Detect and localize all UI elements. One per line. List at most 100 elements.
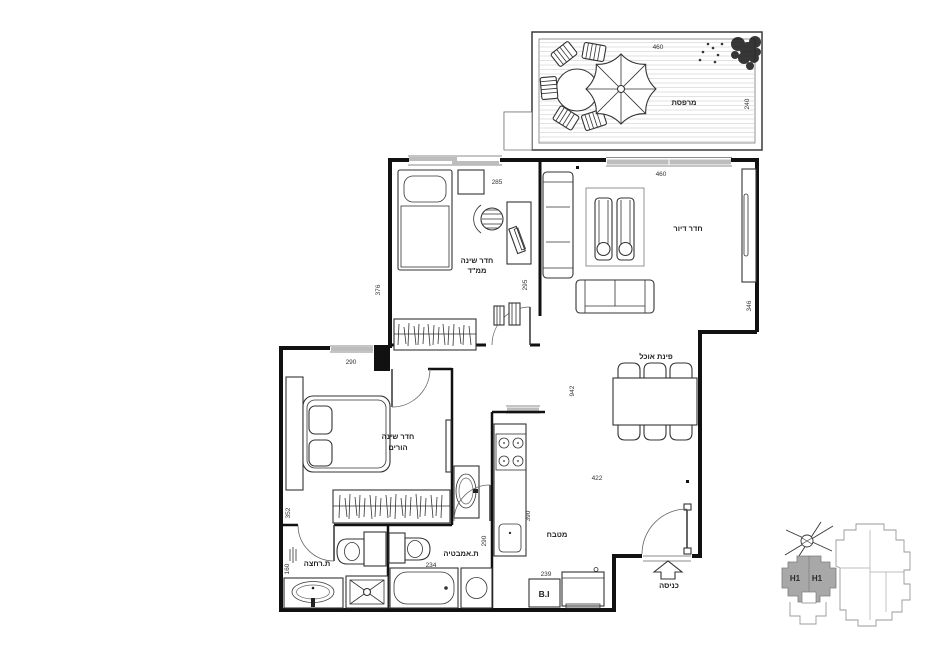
entry-arrow-icon (652, 560, 684, 580)
mamad-dim-left: 376 (375, 284, 382, 295)
vanity-sink-icon (453, 465, 480, 519)
armchair-icon (616, 197, 635, 261)
dining-chair-icon (617, 423, 641, 441)
balcony-ledge (503, 111, 533, 151)
master-bedroom: חדר שינה הורים 290 352 (285, 359, 452, 524)
wall-dot (686, 480, 689, 483)
kitchen-label: מטבח (547, 530, 568, 539)
mamad-dim-width: 285 (492, 179, 503, 186)
entrance: כניסה (641, 503, 692, 590)
bathroom-label: ת.אמבטיה (443, 549, 478, 558)
pillow-icon (308, 405, 333, 435)
keyplan-unit-left-label: H1 (790, 574, 801, 583)
bed-inner-line (306, 399, 387, 469)
mirror-icon (445, 419, 452, 473)
exterior-walls (279, 158, 759, 612)
tap-icon (473, 489, 478, 493)
armchair-icon (594, 197, 613, 261)
hallway (453, 465, 491, 522)
single-bed-icon (397, 169, 453, 271)
dining-dim-width: 422 (592, 475, 603, 482)
kitchen-sink-icon (498, 523, 522, 553)
balcony-wall (531, 31, 763, 151)
keyplan-unit-lines (840, 530, 904, 620)
shower-room-door (297, 524, 335, 562)
toilet-icon (388, 532, 431, 564)
mamad-label-1: חדר שינה (461, 256, 494, 265)
sofa-icon (542, 171, 574, 279)
shower-room-label: ת.רחצה (304, 559, 330, 568)
pillow-icon (308, 439, 333, 467)
master-dim-depth: 352 (285, 507, 292, 518)
keyplan-core (801, 591, 817, 604)
vanity-sink-icon (283, 577, 344, 609)
dining-chair-icon (643, 423, 667, 441)
safe-room-bedroom: חדר שינה ממ"ד 285 376 295 (375, 169, 532, 351)
window-slider-bar (452, 161, 499, 165)
built-in-box: B.I (528, 578, 561, 608)
bathroom-door (453, 484, 491, 522)
master-label-2: הורים (388, 443, 407, 452)
tv-console-icon (741, 168, 757, 283)
built-in-label: B.I (539, 589, 550, 599)
keyplan-building-outline (835, 523, 911, 627)
dining-area: פינת אוכל 942 422 (569, 352, 698, 482)
laptop-icon (508, 225, 526, 255)
wardrobe-icon (393, 318, 477, 351)
bathroom: ת.אמבטיה 234 290 (388, 532, 493, 609)
entrance-door (641, 503, 692, 555)
headboard-icon (285, 376, 304, 491)
window-slider-bar (331, 347, 373, 351)
washing-machine-icon (460, 567, 493, 609)
master-label-1: חדר שינה (382, 432, 415, 441)
shower-room: ת.רחצה 160 (283, 524, 389, 609)
balcony-wall-inner (538, 38, 756, 144)
fridge-icon (561, 567, 605, 609)
dining-chair-icon (669, 423, 693, 441)
balcony-label: מרפסת (672, 98, 697, 107)
window-slider-bar (409, 157, 457, 161)
wall-column (374, 345, 390, 371)
threshold (643, 555, 691, 562)
balcony-dim-width: 460 (653, 44, 664, 51)
pillow-icon (403, 175, 447, 203)
nightstand-icon (457, 169, 485, 195)
bathroom-dim-depth: 290 (481, 535, 488, 546)
entrance-label: כניסה (659, 581, 679, 590)
key-plan: H1 H1 (781, 521, 911, 627)
kitchen-dim-counter: 239 (541, 571, 552, 578)
dining-chair-icon (643, 362, 667, 380)
rug-icon (585, 187, 645, 267)
window-rail (606, 157, 732, 167)
wall-fixture-icon (289, 547, 297, 563)
keyplan-lower-wing (789, 602, 827, 625)
balcony: מרפסת 460 240 (503, 31, 763, 151)
kitchen: B.I מטבח 390 239 (493, 423, 605, 609)
stove-icon (495, 433, 527, 471)
mamad-dim-right: 295 (522, 279, 529, 290)
north-icon (784, 521, 834, 560)
living-dim-width: 460 (656, 171, 667, 178)
umbrella-icon (585, 53, 657, 125)
shower-icon (345, 575, 389, 609)
wall-dot (576, 166, 579, 169)
patio-chair-icon (581, 41, 607, 63)
dining-chair-icon (617, 362, 641, 380)
master-door (391, 368, 431, 408)
living-label: חדר דיור (673, 224, 702, 233)
tap-icon (311, 598, 315, 607)
bathtub-dim: 234 (426, 562, 437, 569)
dining-label: פינת אוכל (639, 352, 673, 361)
master-dim-width: 290 (346, 359, 357, 366)
keyplan-unit-right-label: H1 (812, 574, 823, 583)
balcony-dim-depth: 240 (744, 98, 751, 109)
living-dim-depth: 346 (746, 300, 753, 311)
window-slider-bar (507, 407, 539, 412)
sofa-icon (575, 279, 655, 314)
vent-pipes-icon (493, 302, 521, 326)
dining-chair-icon (669, 362, 693, 380)
patio-chair-icon (539, 75, 559, 101)
window-rail (330, 345, 373, 353)
